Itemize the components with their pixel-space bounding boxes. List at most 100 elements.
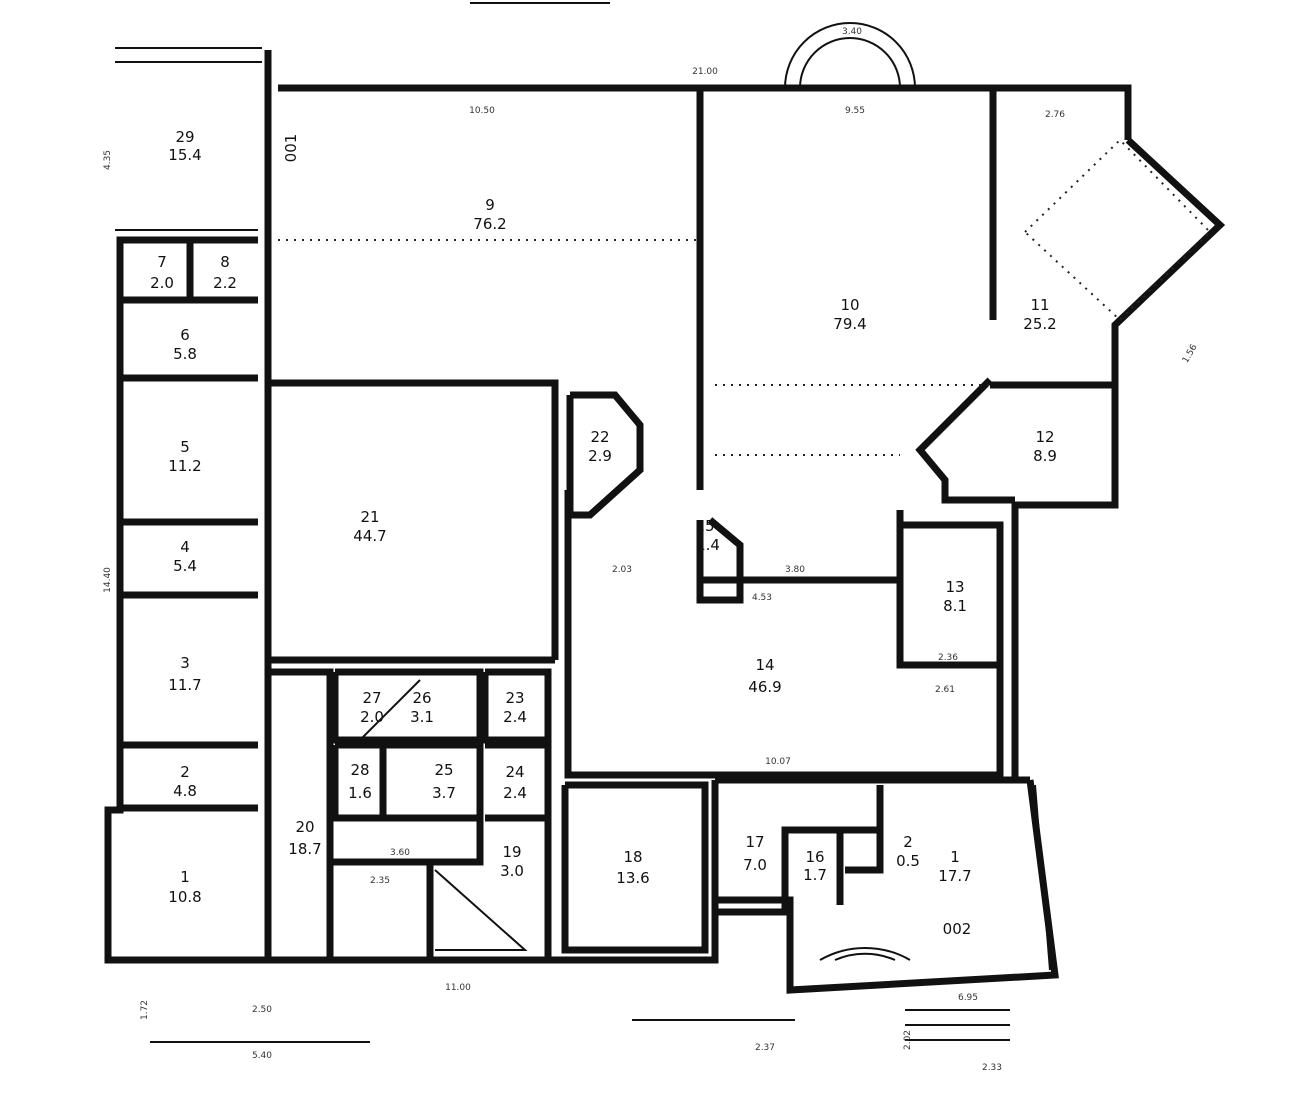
room-25: 253.7 xyxy=(432,761,456,802)
room-6: 65.8 xyxy=(173,326,197,363)
svg-text:21: 21 xyxy=(360,508,379,526)
svg-text:5.40: 5.40 xyxy=(252,1051,272,1061)
svg-text:2.4: 2.4 xyxy=(503,784,527,802)
svg-text:22: 22 xyxy=(590,428,609,446)
svg-text:17: 17 xyxy=(745,833,764,851)
svg-text:1: 1 xyxy=(950,848,960,866)
svg-text:24: 24 xyxy=(505,763,524,781)
svg-text:2.9: 2.9 xyxy=(588,447,612,465)
svg-text:6: 6 xyxy=(180,326,190,344)
svg-text:8: 8 xyxy=(220,253,230,271)
svg-text:10.8: 10.8 xyxy=(168,888,201,906)
room-17: 177.0 xyxy=(743,833,767,874)
svg-text:3.60: 3.60 xyxy=(390,848,410,858)
svg-text:11.00: 11.00 xyxy=(445,983,471,993)
svg-text:3.7: 3.7 xyxy=(432,784,456,802)
svg-text:7: 7 xyxy=(157,253,167,271)
svg-text:19: 19 xyxy=(502,843,521,861)
svg-text:2.0: 2.0 xyxy=(360,708,384,726)
room-8: 82.2 xyxy=(213,253,237,292)
svg-text:8.9: 8.9 xyxy=(1033,447,1057,465)
svg-text:11.7: 11.7 xyxy=(168,676,201,694)
room-12: 128.9 xyxy=(1033,428,1057,465)
svg-text:18.7: 18.7 xyxy=(288,840,321,858)
svg-text:2.50: 2.50 xyxy=(252,1005,272,1015)
svg-text:9: 9 xyxy=(485,196,495,214)
svg-text:1.7: 1.7 xyxy=(803,866,827,884)
svg-text:13.6: 13.6 xyxy=(616,869,649,887)
svg-text:2: 2 xyxy=(903,833,913,851)
room-27: 272.0 xyxy=(360,689,384,726)
svg-text:44.7: 44.7 xyxy=(353,527,386,545)
svg-text:4: 4 xyxy=(180,538,190,556)
svg-text:2.36: 2.36 xyxy=(938,653,958,663)
svg-text:2.02: 2.02 xyxy=(903,1030,913,1050)
svg-text:9.55: 9.55 xyxy=(845,106,865,116)
svg-text:2: 2 xyxy=(180,763,190,781)
svg-text:13: 13 xyxy=(945,578,964,596)
room-2-right: 20.5 xyxy=(896,833,920,870)
svg-text:17.7: 17.7 xyxy=(938,867,971,885)
room-28: 281.6 xyxy=(348,761,372,802)
svg-text:76.2: 76.2 xyxy=(473,215,506,233)
svg-text:27: 27 xyxy=(362,689,381,707)
room-22: 222.9 xyxy=(588,428,612,465)
room-7: 72.0 xyxy=(150,253,174,292)
svg-text:29: 29 xyxy=(175,128,194,146)
svg-text:79.4: 79.4 xyxy=(833,315,866,333)
svg-text:0.5: 0.5 xyxy=(896,852,920,870)
room-26: 263.1 xyxy=(410,689,434,726)
room-19: 193.0 xyxy=(500,843,524,880)
svg-text:23: 23 xyxy=(505,689,524,707)
svg-text:14: 14 xyxy=(755,656,774,674)
svg-text:2.2: 2.2 xyxy=(213,274,237,292)
svg-text:5.4: 5.4 xyxy=(173,557,197,575)
svg-text:10: 10 xyxy=(840,296,859,314)
svg-text:3.40: 3.40 xyxy=(842,27,862,37)
svg-text:3: 3 xyxy=(180,654,190,672)
svg-text:2.61: 2.61 xyxy=(935,685,955,695)
room-20: 20 18.7 xyxy=(288,818,321,858)
svg-text:5: 5 xyxy=(180,438,190,456)
svg-text:21.00: 21.00 xyxy=(692,67,718,77)
svg-text:20: 20 xyxy=(295,818,314,836)
svg-text:25: 25 xyxy=(434,761,453,779)
label-001: 001 xyxy=(282,134,300,163)
svg-text:1.72: 1.72 xyxy=(140,1000,150,1020)
svg-text:2.03: 2.03 xyxy=(612,565,632,575)
svg-text:1.4: 1.4 xyxy=(696,536,720,554)
svg-text:15: 15 xyxy=(695,517,714,535)
svg-text:26: 26 xyxy=(412,689,431,707)
svg-text:3.1: 3.1 xyxy=(410,708,434,726)
room-5: 511.2 xyxy=(168,438,201,475)
svg-text:1.56: 1.56 xyxy=(1181,343,1200,366)
room-24: 242.4 xyxy=(503,763,527,802)
svg-text:7.0: 7.0 xyxy=(743,856,767,874)
room-15: 151.4 xyxy=(695,517,719,554)
svg-text:4.35: 4.35 xyxy=(103,150,113,170)
svg-text:10.50: 10.50 xyxy=(469,106,495,116)
svg-text:6.95: 6.95 xyxy=(958,993,978,1003)
svg-text:2.0: 2.0 xyxy=(150,274,174,292)
room-16: 161.7 xyxy=(803,848,827,884)
svg-text:4.53: 4.53 xyxy=(752,593,772,603)
room-4: 45.4 xyxy=(173,538,197,575)
room-1-right: 117.7 xyxy=(938,848,971,885)
svg-text:15.4: 15.4 xyxy=(168,146,201,164)
svg-text:3.80: 3.80 xyxy=(785,565,805,575)
svg-text:2.33: 2.33 xyxy=(982,1063,1002,1073)
svg-text:8.1: 8.1 xyxy=(943,597,967,615)
room-23: 232.4 xyxy=(503,689,527,726)
svg-text:1.6: 1.6 xyxy=(348,784,372,802)
svg-text:14.40: 14.40 xyxy=(103,567,113,593)
label-002: 002 xyxy=(943,920,972,938)
room-1-left: 110.8 xyxy=(168,868,201,906)
svg-text:2.37: 2.37 xyxy=(755,1043,775,1053)
